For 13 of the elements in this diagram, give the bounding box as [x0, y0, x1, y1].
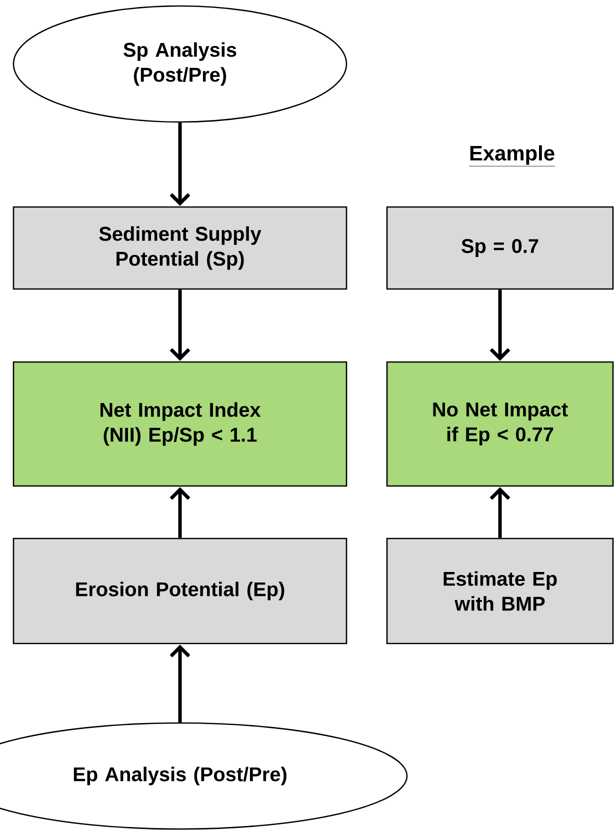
arrow	[490, 487, 510, 538]
result-box: Net Impact Index (NII) Ep/Sp < 1.1	[12, 361, 348, 487]
heading: Example	[468, 145, 556, 166]
process-box: Erosion Potential (Ep)	[12, 538, 348, 644]
result-box: No Net Impact if Ep < 0.77	[386, 361, 614, 487]
arrow	[170, 487, 190, 538]
process-box: Estimate Ep with BMP	[386, 538, 614, 644]
arrow	[490, 290, 510, 361]
process-box: Sediment Supply Potential (Sp)	[12, 206, 348, 290]
arrow	[170, 122, 190, 206]
arrow	[170, 290, 190, 361]
arrow	[170, 644, 190, 722]
process-box: Sp = 0.7	[386, 206, 614, 290]
